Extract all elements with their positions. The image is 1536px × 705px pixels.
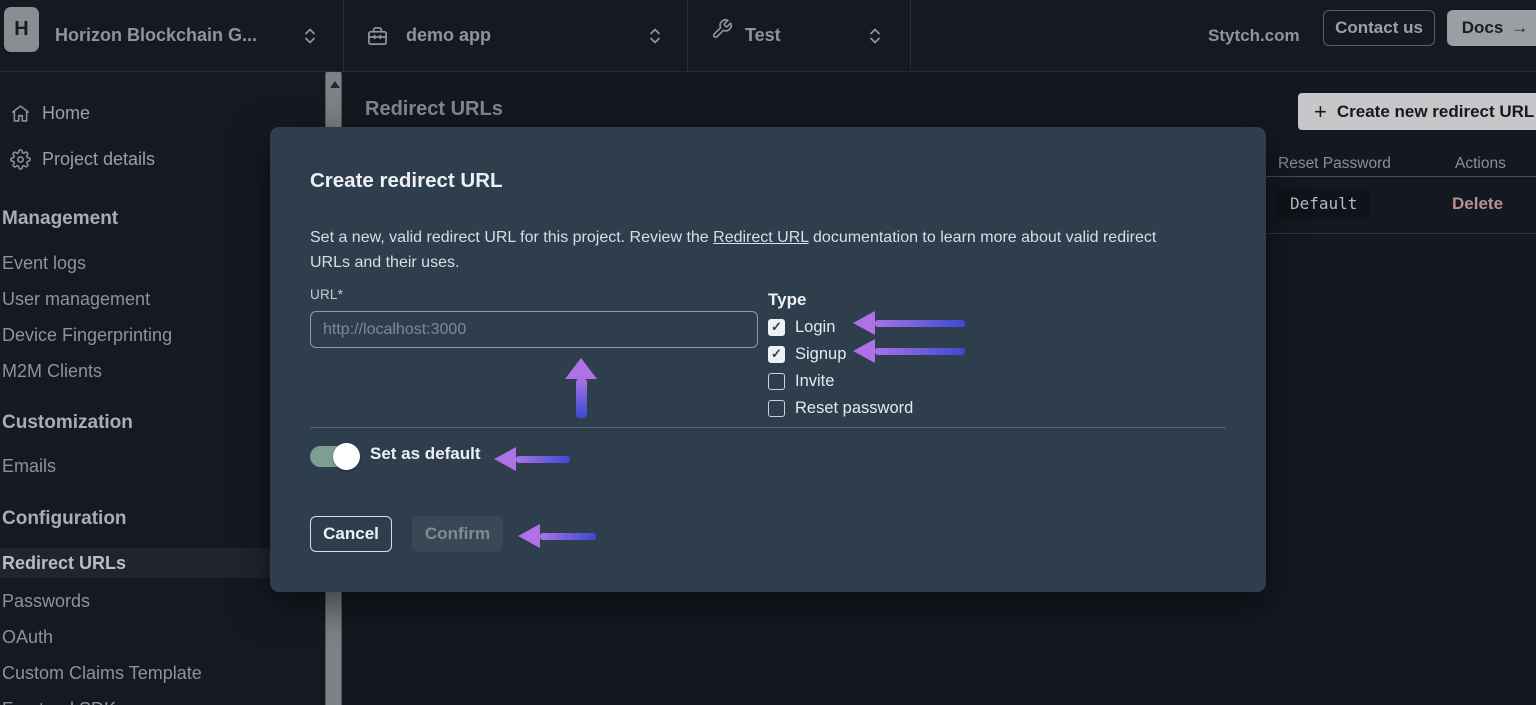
set-as-default-toggle[interactable]	[310, 443, 360, 470]
checkbox-login[interactable]: Login	[768, 317, 835, 337]
divider	[687, 0, 688, 71]
chevron-updown-icon[interactable]	[648, 26, 662, 46]
checkbox-icon[interactable]	[768, 372, 785, 390]
sidebar-item-home[interactable]: Home	[8, 98, 90, 128]
sidebar-section-configuration: Configuration	[2, 508, 127, 529]
top-header: H Horizon Blockchain G... demo app Test …	[0, 0, 1536, 72]
url-input[interactable]	[310, 311, 758, 348]
sidebar-item-device-fingerprinting[interactable]: Device Fingerprinting	[2, 324, 173, 345]
annotation-arrow-confirm	[518, 524, 596, 548]
create-button-label: Create new redirect URL	[1336, 101, 1535, 121]
briefcase-icon	[368, 27, 387, 46]
checkbox-icon[interactable]	[768, 318, 785, 336]
divider	[310, 427, 1226, 428]
sidebar-item-custom-claims-template[interactable]: Custom Claims Template	[2, 662, 202, 683]
url-field-label: URL*	[310, 287, 344, 302]
wrench-icon	[712, 19, 732, 39]
home-icon	[8, 103, 32, 124]
plus-icon: +	[1314, 98, 1327, 124]
env-selector[interactable]: Test	[745, 25, 781, 45]
sidebar-section-customization: Customization	[2, 412, 133, 433]
sidebar-item-user-management[interactable]: User management	[2, 288, 151, 309]
checkbox-label: Reset password	[795, 398, 914, 417]
modal-description: Set a new, valid redirect URL for this p…	[310, 225, 1195, 275]
annotation-arrow-url-input	[565, 358, 597, 418]
sidebar-item-frontend-sdk[interactable]: Frontend SDK	[0, 694, 343, 705]
docs-button[interactable]: Docs →	[1447, 10, 1536, 46]
annotation-arrow-set-default	[494, 447, 570, 471]
redirect-url-doc-link[interactable]: Redirect URL	[713, 229, 809, 246]
toggle-knob	[333, 443, 360, 470]
description-text: Set a new, valid redirect URL for this p…	[310, 229, 714, 246]
confirm-button[interactable]: Confirm	[412, 516, 503, 552]
toggle-label: Set as default	[370, 444, 481, 463]
column-header-actions: Actions	[1455, 155, 1506, 172]
default-badge: Default	[1278, 189, 1370, 219]
chevron-updown-icon[interactable]	[868, 26, 882, 46]
sidebar-item-oauth[interactable]: OAuth	[2, 626, 54, 647]
checkbox-signup[interactable]: Signup	[768, 344, 846, 364]
gear-icon	[8, 148, 32, 170]
create-redirect-url-button[interactable]: + Create new redirect URL	[1298, 93, 1536, 130]
delete-row-button[interactable]: Delete	[1452, 194, 1504, 213]
checkbox-icon[interactable]	[768, 345, 785, 363]
chevron-updown-icon[interactable]	[303, 26, 317, 46]
sidebar-item-emails[interactable]: Emails	[2, 455, 57, 476]
checkbox-reset-password[interactable]: Reset password	[768, 398, 913, 418]
sidebar-section-management: Management	[2, 208, 119, 229]
cancel-button[interactable]: Cancel	[310, 516, 392, 552]
app-selector[interactable]: demo app	[406, 25, 492, 45]
arrow-right-icon: →	[1511, 18, 1529, 37]
sidebar-item-passwords[interactable]: Passwords	[2, 590, 91, 611]
sidebar-item-label: Home	[42, 102, 91, 123]
org-logo[interactable]: H	[4, 7, 39, 52]
modal-title: Create redirect URL	[310, 169, 503, 192]
checkbox-invite[interactable]: Invite	[768, 371, 834, 391]
create-redirect-url-modal: Create redirect URL Set a new, valid red…	[270, 127, 1266, 592]
docs-button-label: Docs	[1461, 18, 1504, 37]
annotation-arrow-signup	[853, 339, 965, 363]
column-header-reset-password: Reset Password	[1278, 155, 1391, 172]
sidebar-item-m2m-clients[interactable]: M2M Clients	[2, 360, 103, 381]
type-group-label: Type	[768, 290, 807, 309]
checkbox-label: Login	[795, 317, 836, 336]
sidebar-item-event-logs[interactable]: Event logs	[2, 252, 87, 273]
contact-us-button[interactable]: Contact us	[1323, 10, 1435, 46]
checkbox-icon[interactable]	[768, 399, 785, 417]
description-text: documentation to learn more about valid …	[310, 229, 1157, 271]
checkbox-label: Invite	[795, 371, 835, 390]
scroll-up-arrow-icon	[329, 81, 340, 88]
sidebar-item-label: Project details	[42, 148, 156, 169]
sidebar-item-project-details[interactable]: Project details	[8, 144, 155, 174]
page-title: Redirect URLs	[365, 98, 503, 120]
divider	[910, 0, 911, 71]
stytch-site-link[interactable]: Stytch.com	[1208, 25, 1300, 45]
divider	[343, 0, 344, 71]
checkbox-label: Signup	[795, 344, 847, 363]
annotation-arrow-login	[853, 311, 965, 335]
org-selector[interactable]: Horizon Blockchain G...	[55, 25, 258, 45]
